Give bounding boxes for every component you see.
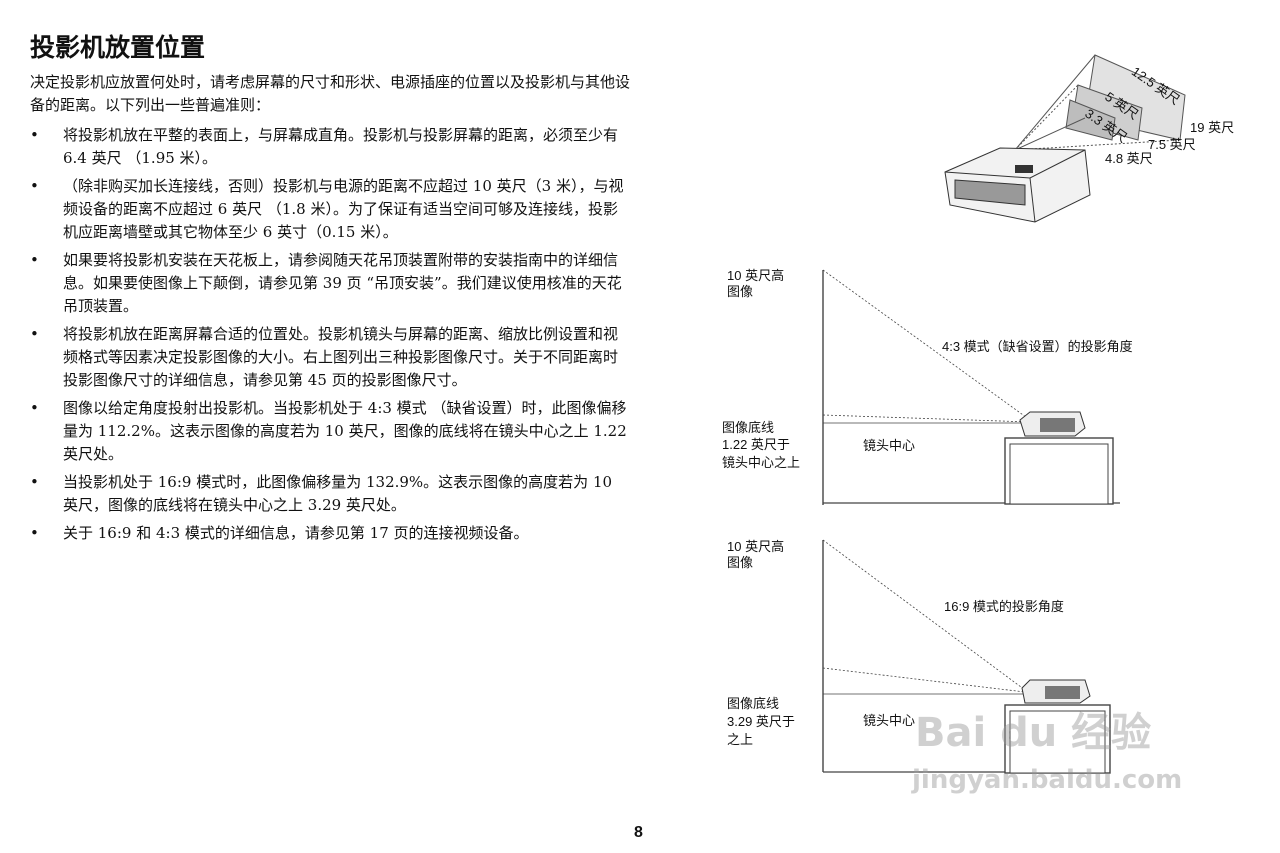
list-item: • 如果要将投影机安装在天花板上，请参阅随天花吊顶装置附带的安装指南中的详细信息。… bbox=[30, 249, 630, 318]
projection-angle-diagram-16-9 bbox=[822, 539, 1111, 774]
screen-size-diagram bbox=[944, 54, 1186, 223]
list-item: • （除非购买加长连接线，否则）投影机与电源的距离不应超过 10 英尺（3 米），… bbox=[30, 175, 630, 244]
list-item-text: （除非购买加长连接线，否则）投影机与电源的距离不应超过 10 英尺（3 米），与… bbox=[63, 177, 624, 241]
list-item-text: 当投影机处于 16:9 模式时，此图像偏移量为 132.9%。这表示图像的高度若… bbox=[63, 473, 613, 514]
bullet-icon: • bbox=[30, 524, 39, 542]
image-bottom-label: 图像底线 bbox=[722, 420, 775, 435]
list-item-text: 将投影机放在距离屏幕合适的位置处。投影机镜头与屏幕的距离、缩放比例设置和视频格式… bbox=[63, 325, 619, 389]
list-item: • 关于 16:9 和 4:3 模式的详细信息，请参见第 17 页的连接视频设备。 bbox=[30, 522, 630, 545]
distance-label-far: 19 英尺 bbox=[1190, 120, 1235, 135]
distance-label-mid: 7.5 英尺 bbox=[1148, 137, 1196, 152]
image-height-label: 10 英尺高 bbox=[727, 539, 785, 554]
baidu-watermark-logo: Bai du 经验 bbox=[915, 710, 1152, 756]
page-number: 8 bbox=[634, 824, 643, 841]
image-bottom-offset: 1.22 英尺于 bbox=[722, 437, 790, 452]
image-height-label-line2: 图像 bbox=[727, 555, 754, 570]
guideline-list: • 将投影机放在平整的表面上，与屏幕成直角。投影机与投影屏幕的距离，必须至少有 6… bbox=[30, 124, 630, 550]
image-bottom-offset: 3.29 英尺于 bbox=[727, 714, 795, 729]
bullet-icon: • bbox=[30, 325, 39, 343]
list-item-text: 将投影机放在平整的表面上，与屏幕成直角。投影机与投影屏幕的距离，必须至少有 6.… bbox=[63, 126, 619, 167]
list-item: • 将投影机放在平整的表面上，与屏幕成直角。投影机与投影屏幕的距离，必须至少有 6… bbox=[30, 124, 630, 170]
distance-label-near: 4.8 英尺 bbox=[1105, 151, 1153, 166]
bullet-icon: • bbox=[30, 473, 39, 491]
image-bottom-label: 图像底线 bbox=[727, 696, 780, 711]
projection-angle-label: 16:9 模式的投影角度 bbox=[944, 599, 1064, 614]
list-item: • 将投影机放在距离屏幕合适的位置处。投影机镜头与屏幕的距离、缩放比例设置和视频格… bbox=[30, 323, 630, 392]
image-bottom-reference: 镜头中心之上 bbox=[722, 455, 801, 470]
bullet-icon: • bbox=[30, 399, 39, 417]
list-item-text: 图像以给定角度投射出投影机。当投影机处于 4:3 模式 （缺省设置）时，此图像偏… bbox=[63, 399, 627, 463]
bullet-icon: • bbox=[30, 126, 39, 144]
baidu-watermark-url: jingyan.baidu.com bbox=[912, 765, 1183, 795]
page-title: 投影机放置位置 bbox=[30, 33, 206, 62]
list-item-text: 关于 16:9 和 4:3 模式的详细信息，请参见第 17 页的连接视频设备。 bbox=[63, 524, 529, 542]
image-height-label: 10 英尺高 bbox=[727, 268, 785, 283]
lens-center-label: 镜头中心 bbox=[863, 713, 916, 728]
image-bottom-reference: 之上 bbox=[727, 732, 754, 747]
projection-angle-diagram-4-3 bbox=[822, 269, 1120, 505]
list-item: • 图像以给定角度投射出投影机。当投影机处于 4:3 模式 （缺省设置）时，此图像… bbox=[30, 397, 630, 466]
list-item: • 当投影机处于 16:9 模式时，此图像偏移量为 132.9%。这表示图像的高度… bbox=[30, 471, 630, 517]
projection-angle-label: 4:3 模式（缺省设置）的投影角度 bbox=[942, 339, 1133, 354]
intro-paragraph: 决定投影机应放置何处时，请考虑屏幕的尺寸和形状、电源插座的位置以及投影机与其他设… bbox=[30, 73, 631, 114]
lens-center-label: 镜头中心 bbox=[863, 438, 916, 453]
bullet-icon: • bbox=[30, 251, 39, 269]
list-item-text: 如果要将投影机安装在天花板上，请参阅随天花吊顶装置附带的安装指南中的详细信息。如… bbox=[63, 251, 622, 315]
bullet-icon: • bbox=[30, 177, 39, 195]
image-height-label-line2: 图像 bbox=[727, 284, 754, 299]
